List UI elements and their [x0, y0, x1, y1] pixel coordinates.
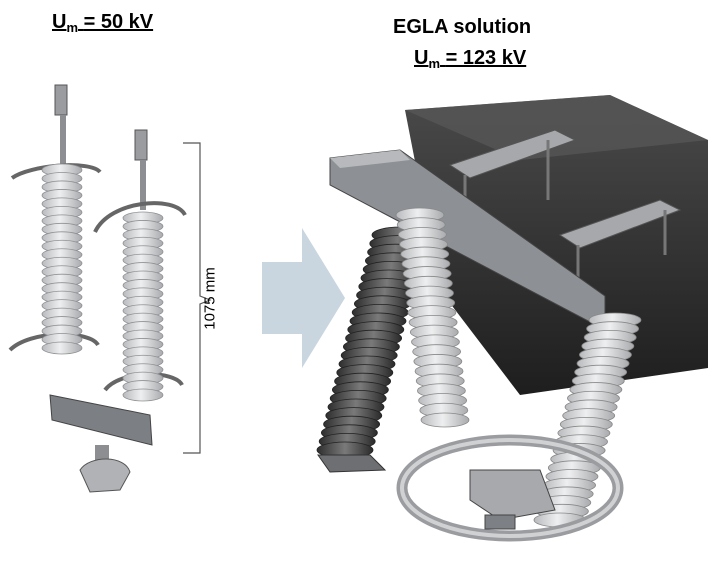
right-heading-voltage: Um = 123 kV: [414, 46, 526, 76]
egla-insulator-middle: [395, 207, 470, 428]
left-insulator-2: [93, 129, 187, 402]
egla-insulator-right: [533, 312, 642, 528]
egla-assembly: [316, 95, 708, 542]
insulator-shed: [122, 388, 164, 402]
line-clamp: [469, 469, 556, 521]
left-heading-value: = 50 kV: [83, 11, 154, 33]
yoke-plate: [49, 394, 153, 446]
right-heading-u: U: [414, 47, 429, 69]
dimension-label: 1075 mm: [201, 267, 219, 330]
left-insulator-1: [8, 84, 102, 355]
transition-arrow: [262, 228, 345, 368]
suspension-clamp: [79, 458, 131, 493]
left-heading-sub: m: [66, 20, 79, 35]
left-heading: Um = 50 kV: [52, 10, 153, 40]
right-heading-title: EGLA solution: [393, 16, 532, 38]
right-heading-sub: m: [428, 56, 441, 71]
left-insulator-assembly: [8, 84, 187, 493]
left-heading-u: U: [52, 11, 67, 33]
insulator-shed: [41, 341, 83, 355]
arrester-base: [317, 454, 387, 473]
right-heading-value: = 123 kV: [445, 47, 527, 69]
insulator-shed: [420, 412, 470, 428]
dimension-bracket: [183, 142, 212, 454]
